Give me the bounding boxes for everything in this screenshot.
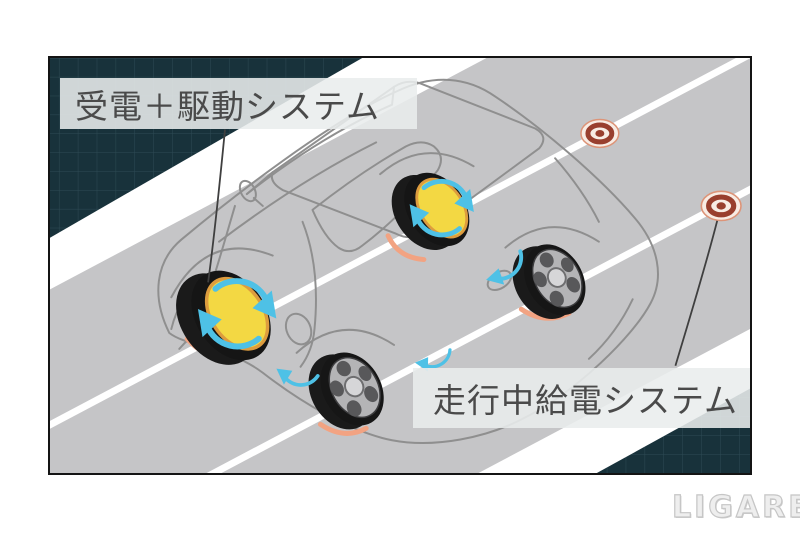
label-receive-drive-system: 受電＋駆動システム <box>60 78 417 129</box>
wheel-arch-rear-right <box>504 226 600 249</box>
ligare-watermark: LIGARE <box>671 489 800 525</box>
car-mirror-left <box>238 179 257 203</box>
charging-coil-icon <box>700 190 742 222</box>
pointer-line-charging <box>674 220 719 367</box>
in-wheel-motor-front-right <box>391 151 492 266</box>
lane-line-2 <box>206 185 750 473</box>
pointer-lines <box>207 129 719 367</box>
charging-coil-icon <box>580 118 620 149</box>
label-receive-drive-text: 受電＋駆動システム <box>75 86 381 126</box>
wheel-rear-left <box>308 352 384 430</box>
lane-line-1 <box>50 58 750 429</box>
illustration-frame: 受電＋駆動システム 走行中給電システム <box>48 56 752 475</box>
wheel-rear-right <box>512 244 586 319</box>
car-door-seam <box>299 220 317 368</box>
pointer-line-receive-drive <box>207 129 226 283</box>
in-wheel-motor-front-left <box>176 244 298 384</box>
wheel-arch-front-right <box>379 152 475 176</box>
car-side-window <box>311 141 442 253</box>
label-in-motion-charging-system: 走行中給電システム <box>413 368 750 428</box>
wheel-arch-rear-left <box>295 328 396 354</box>
label-in-motion-charging-text: 走行中給電システム <box>433 381 739 420</box>
wheel-arch-front-left <box>170 247 274 299</box>
car-rear <box>554 157 634 360</box>
car-charge-port <box>284 312 313 346</box>
